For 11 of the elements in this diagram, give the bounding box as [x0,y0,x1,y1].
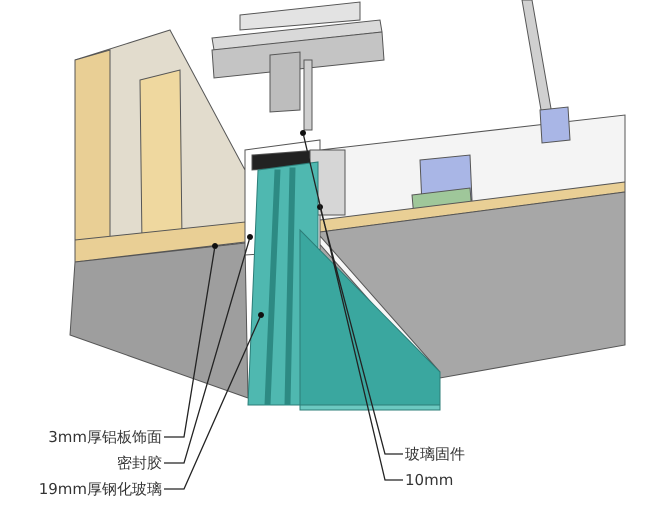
callout-label: 19mm厚钢化玻璃 [38,480,162,498]
leader-line [164,248,216,438]
callout-label: 密封胶 [117,454,162,472]
leader-line [164,240,250,464]
callout-label: 3mm厚铝板饰面 [48,428,162,446]
leader-line [164,317,260,490]
leader-dot [300,130,306,136]
callout-label: 10mm [405,471,454,489]
callout-label: 玻璃固件 [405,445,465,463]
leader-line [320,210,403,455]
leader-line [303,136,403,481]
